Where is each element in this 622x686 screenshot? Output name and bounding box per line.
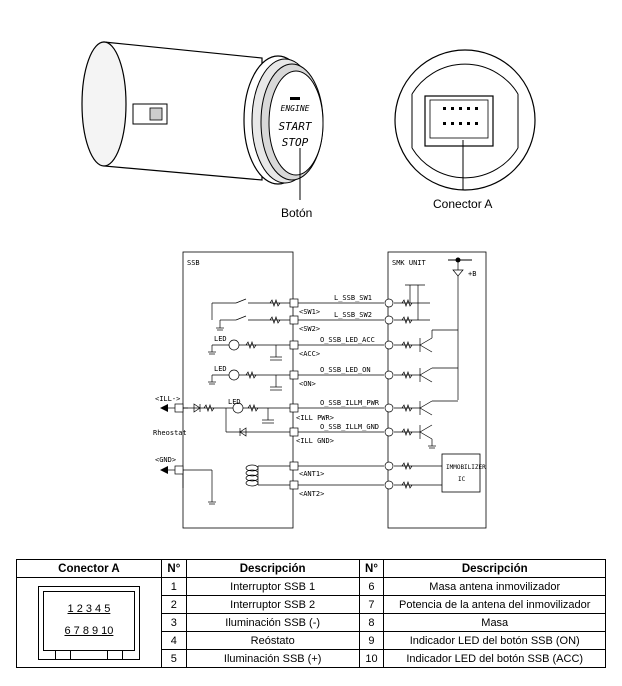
rheostat-label: Rheostat [153, 429, 187, 437]
led-acc-label: LED [214, 335, 227, 343]
pin-description: Indicador LED del botón SSB (ON) [383, 631, 606, 650]
port-sw2: <SW2> [299, 325, 320, 333]
port-sw1: <SW1> [299, 308, 320, 316]
ssb-box [182, 251, 294, 529]
pin-number: 10 [358, 649, 385, 668]
header-conector: Conector A [16, 559, 162, 578]
immobilizer-line2: IC [458, 476, 466, 483]
conector-a-label: Conector A [433, 197, 493, 211]
connector-top-pins: 1 2 3 4 5 [67, 602, 111, 615]
port-acc: <ACC> [299, 350, 320, 358]
smk-unit-box [387, 251, 487, 529]
boton-label: Botón [281, 206, 313, 220]
port-ill-gnd: <ILL GND> [296, 437, 334, 445]
button-start-text: START [278, 120, 312, 133]
smk-unit-label: SMK UNIT [392, 259, 427, 267]
port-ill-pwr: <ILL PWR> [296, 414, 334, 422]
pin-number: 4 [160, 631, 187, 650]
button-engine-text: ENGINE [281, 104, 310, 113]
gnd-label: <GND> [155, 456, 176, 464]
pin-description: Interruptor SSB 2 [185, 595, 360, 614]
pin-number: 6 [358, 577, 385, 596]
pin-description: Masa antena inmovilizador [383, 577, 606, 596]
pin-description: Masa [383, 613, 606, 632]
pin-description: Indicador LED del botón SSB (ACC) [383, 649, 606, 668]
pin-number: 8 [358, 613, 385, 632]
header-n1: N° [160, 559, 187, 578]
port-on: <ON> [299, 380, 316, 388]
wiring-schematic: SSB SMK UNIT +B [153, 251, 487, 529]
immobilizer-line1: IMMOBILIZER [446, 464, 486, 471]
pin-number: 2 [160, 595, 187, 614]
pin-number: 9 [358, 631, 385, 650]
header-desc2: Descripción [383, 559, 606, 578]
pin-description: Interruptor SSB 1 [185, 577, 360, 596]
header-n2: N° [358, 559, 385, 578]
signal-led-on: O_SSB_LED_ON [320, 366, 371, 374]
led-on-label: LED [214, 365, 227, 373]
ssb-button-drawing: ENGINE START STOP [81, 41, 536, 200]
signal-illm-pwr: O_SSB_ILLM_PWR [320, 399, 380, 407]
led-ill-label: LED [228, 398, 241, 406]
header-desc1: Descripción [185, 559, 360, 578]
port-ant1: <ANT1> [299, 470, 324, 478]
connector-bottom-pins: 6 7 8 9 10 [64, 624, 114, 637]
signal-sw2: L_SSB_SW2 [334, 311, 372, 319]
pin-description: Reóstato [185, 631, 360, 650]
table-row: 4 Reóstato 9 Indicador LED del botón SSB… [17, 631, 606, 650]
connector-diagram-cell: 1 2 3 4 5 6 7 8 9 10 [16, 577, 162, 668]
connector-diagram: 1 2 3 4 5 6 7 8 9 10 [37, 585, 140, 660]
pin-number: 3 [160, 613, 187, 632]
ssb-label: SSB [187, 259, 200, 267]
table-row: 3 Iluminación SSB (-) 8 Masa [17, 613, 606, 632]
pin-description: Iluminación SSB (-) [185, 613, 360, 632]
pin-number: 7 [358, 595, 385, 614]
pin-number: 1 [160, 577, 187, 596]
signal-illm-gnd: O_SSB_ILLM_GND [320, 423, 379, 431]
table-row: 1 2 3 4 5 6 7 8 9 10 1 Interruptor SSB 1… [16, 577, 606, 668]
pin-table: Conector A N° Descripción N° Descripción… [16, 559, 606, 668]
table-row: 5 Iluminación SSB (+) 10 Indicador LED d… [17, 649, 606, 668]
signal-led-acc: O_SSB_LED_ACC [320, 336, 375, 344]
pin-description: Potencia de la antena del inmovilizador [383, 595, 606, 614]
immobilizer-box [441, 453, 481, 493]
pin-description: Iluminación SSB (+) [185, 649, 360, 668]
signal-sw1: L_SSB_SW1 [334, 294, 372, 302]
pin-number: 5 [160, 649, 187, 668]
port-ant2: <ANT2> [299, 490, 324, 498]
button-stop-text: STOP [282, 136, 309, 149]
plus-b-label: +B [468, 270, 476, 278]
table-header-row: Conector A N° Descripción N° Descripción [16, 559, 606, 578]
ill-minus-label: <ILL-> [155, 395, 180, 403]
